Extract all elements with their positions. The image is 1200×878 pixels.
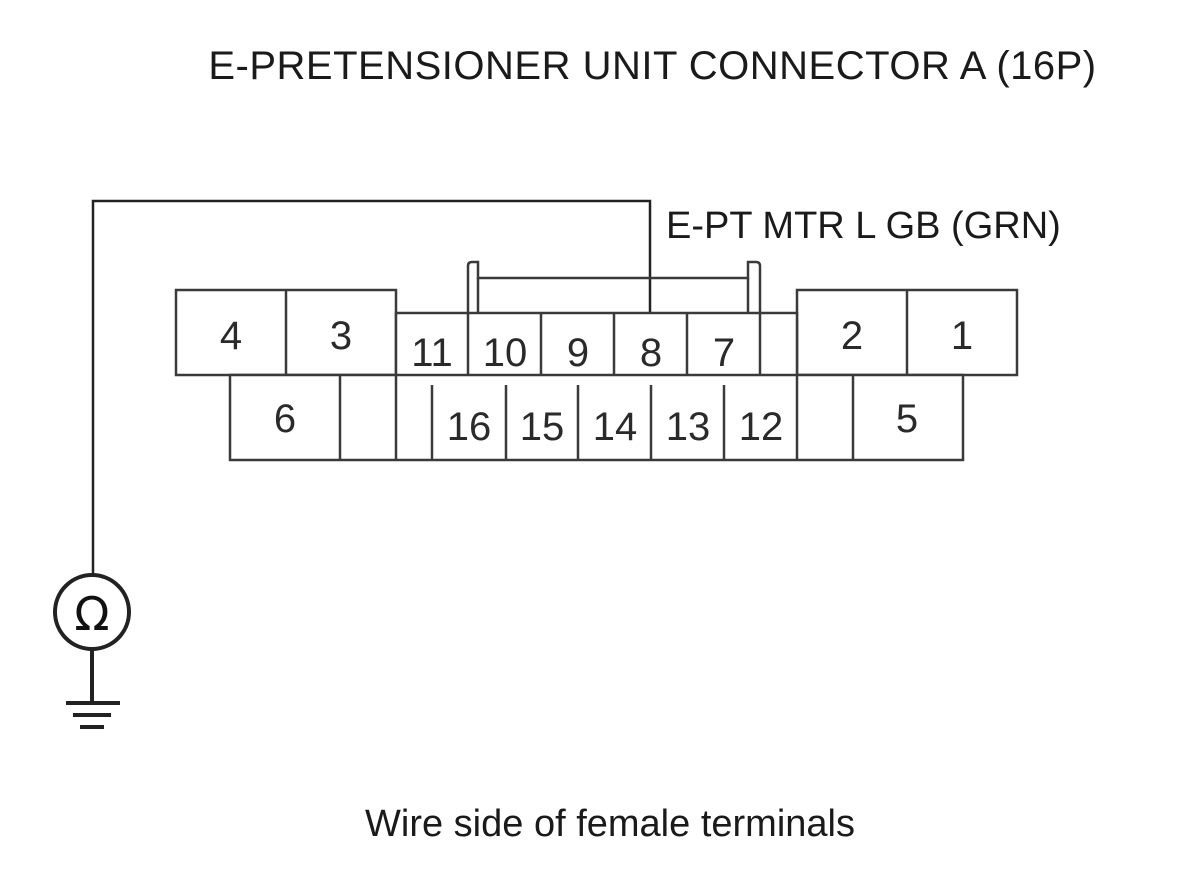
connector-body	[174, 260, 1019, 462]
connector-center-row	[394, 311, 799, 387]
connector-lock-tab	[466, 260, 762, 313]
test-lead-wire	[91, 199, 652, 575]
pin-14: 14	[593, 405, 638, 449]
pin-16: 16	[447, 405, 492, 449]
wire-label: E-PT MTR L GB (GRN)	[666, 205, 1061, 247]
bottom-row-pins: 6 16 15 14 13 12 5	[274, 397, 918, 449]
diagram-title: E-PRETENSIONER UNIT CONNECTOR A (16P)	[208, 44, 1097, 88]
pin-4: 4	[220, 314, 242, 358]
pin-8: 8	[640, 331, 662, 375]
pin-11: 11	[411, 331, 453, 375]
pin-13: 13	[666, 405, 711, 449]
pin-12: 12	[739, 405, 784, 449]
pin-7: 7	[713, 331, 735, 375]
pin-5: 5	[896, 397, 918, 441]
pin-15: 15	[520, 405, 565, 449]
diagram-caption: Wire side of female terminals	[365, 803, 855, 845]
pin-6: 6	[274, 397, 296, 441]
pin-10: 10	[483, 331, 528, 375]
pin-2: 2	[841, 314, 863, 358]
top-row-pins: 4 3 11 10 9 8 7 2 1	[220, 314, 973, 375]
connector-bottom-row	[228, 373, 965, 462]
ohm-symbol: Ω	[74, 587, 109, 641]
pin-1: 1	[951, 314, 973, 358]
pin-9: 9	[567, 331, 589, 375]
pin-3: 3	[330, 314, 352, 358]
ohmmeter-icon: Ω	[53, 573, 131, 651]
ground-icon	[66, 649, 120, 729]
